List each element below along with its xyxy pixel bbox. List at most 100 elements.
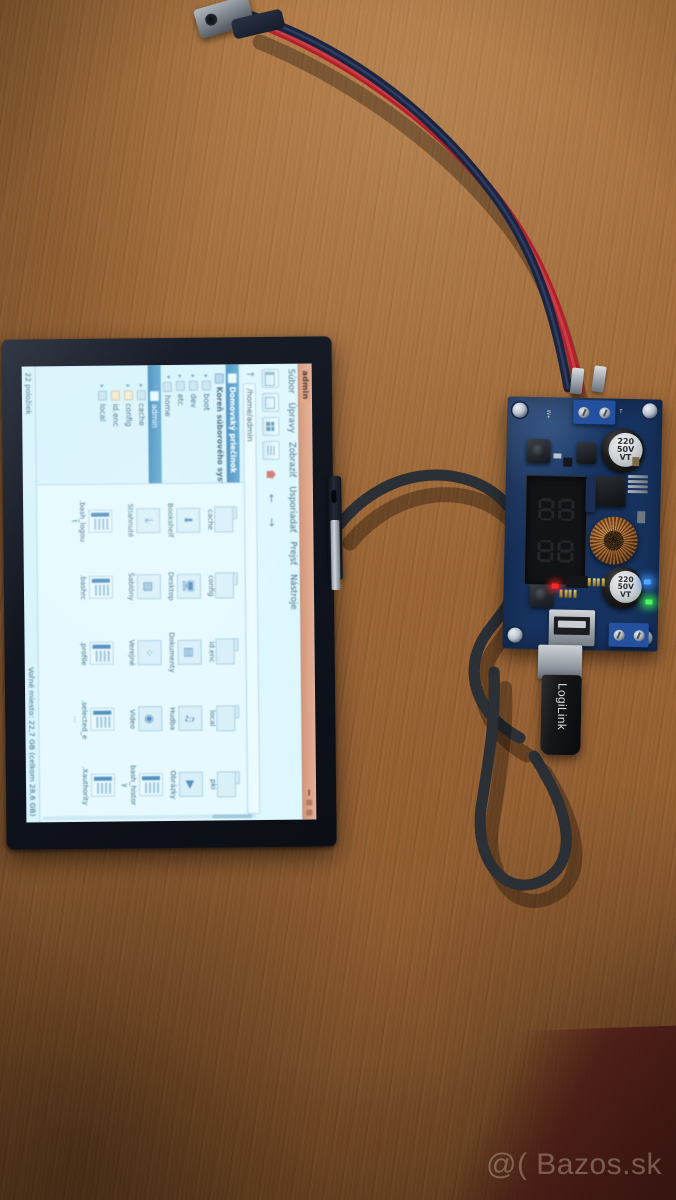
file-item[interactable]: 🖥Desktop <box>167 554 202 619</box>
terminal-screw <box>613 629 625 641</box>
folder-icon <box>214 506 238 533</box>
file-item[interactable]: ♫Hudba <box>168 686 203 751</box>
file-item-label: .profile <box>79 641 88 666</box>
text-file-icon <box>138 773 164 797</box>
tablet-device: admin Súbor Úpravy Zobraziť Usporiadať <box>1 336 337 850</box>
disclosure-triangle-icon[interactable] <box>126 384 131 388</box>
maximize-button[interactable] <box>306 799 313 806</box>
smd-resistor <box>553 453 562 459</box>
menu-item-nastroje[interactable]: Nástroje <box>287 574 299 610</box>
list-view-icon[interactable] <box>262 440 280 461</box>
file-item-label: bash_history <box>120 765 138 806</box>
file-item-label: Stiahnuté <box>126 503 135 538</box>
file-item-label: Bookshelf <box>166 502 175 538</box>
sidebar-item-boot[interactable]: boot <box>200 365 214 483</box>
disclosure-triangle-icon[interactable] <box>164 374 170 380</box>
window-controls[interactable] <box>306 789 313 816</box>
file-item[interactable]: ⤓Stiahnuté <box>118 488 161 553</box>
disclosure-triangle-icon[interactable] <box>191 374 196 378</box>
menu-item-subor[interactable]: Súbor <box>285 368 296 394</box>
sidebar-item-local[interactable]: local <box>96 366 110 484</box>
disclosure-triangle-icon[interactable] <box>151 384 157 389</box>
file-item[interactable]: bash_history <box>121 753 164 818</box>
file-item[interactable]: .selected_e… <box>72 687 115 752</box>
folder-icon <box>215 638 239 665</box>
file-item-label: config <box>206 575 216 597</box>
file-item[interactable]: .profile <box>71 621 114 686</box>
cap-value-line3: VT <box>619 589 632 599</box>
cable-brand-label: LogiLink <box>554 682 570 731</box>
silkscreen-out-label: T <box>619 408 623 415</box>
file-item[interactable]: id.enc <box>207 620 239 685</box>
menu-item-usporiadat[interactable]: Usporiadať <box>286 486 298 533</box>
sidebar-item-label: local <box>98 403 108 422</box>
file-item[interactable]: ▨Šablóny <box>119 554 162 619</box>
forward-icon[interactable]: → <box>263 513 280 532</box>
vertical-scrollbar[interactable] <box>42 814 257 821</box>
file-item-label: cache <box>206 509 215 531</box>
grid-view-icon[interactable] <box>262 416 280 437</box>
file-item[interactable]: cache <box>206 487 238 552</box>
sidebar-item-etc[interactable]: etc <box>174 365 188 483</box>
folder-icon <box>97 390 107 401</box>
menu-item-upravy[interactable]: Úpravy <box>286 402 297 434</box>
heatsink-fins <box>627 474 650 494</box>
sidebar-item-admin[interactable]: admin <box>147 365 162 484</box>
cap-value-line3: VT <box>619 452 632 463</box>
home-icon[interactable] <box>263 465 280 484</box>
file-item[interactable]: pki <box>209 752 241 817</box>
set-button-top[interactable] <box>526 438 551 464</box>
close-button[interactable] <box>306 809 313 816</box>
terminal-screw <box>578 406 590 418</box>
file-item[interactable]: ▤Dokumenty <box>167 620 202 685</box>
file-item[interactable]: ⁘Verejné <box>119 620 162 685</box>
sidebar-item-dev[interactable]: dev <box>187 365 201 483</box>
sidebar-item-id-enc[interactable]: id.enc <box>109 365 123 483</box>
folder-custom-icon: ◉ <box>138 706 163 732</box>
disclosure-triangle-icon[interactable] <box>100 384 105 388</box>
menu-item-prejst[interactable]: Prejsť <box>287 541 298 566</box>
file-item[interactable]: ▶Obrázky <box>169 752 204 817</box>
disclosure-triangle-icon[interactable] <box>139 384 144 388</box>
file-item[interactable]: .bashrc <box>71 555 114 620</box>
file-item[interactable]: ⬇Bookshelf <box>166 488 201 553</box>
file-item[interactable]: ◉Video <box>120 687 163 752</box>
sidebar-item-config[interactable]: config <box>122 365 136 483</box>
sidebar-item-cache[interactable]: cache <box>135 365 149 483</box>
compact-view-icon[interactable] <box>261 392 280 413</box>
sidebar-item-domovsk-prie-inok[interactable]: Domovský priečinok <box>225 364 240 483</box>
set-button-bottom[interactable] <box>529 582 554 608</box>
disclosure-triangle-icon[interactable] <box>204 374 209 378</box>
pin-header-row-2[interactable] <box>587 578 605 587</box>
folder-icon <box>162 381 172 393</box>
tablet-screen[interactable]: admin Súbor Úpravy Zobraziť Usporiadať <box>21 363 317 823</box>
file-item[interactable]: config <box>207 553 239 618</box>
sidebar-item-home[interactable]: home <box>161 365 175 483</box>
sidebar-item-label: Koreň súborového systému <box>214 386 226 486</box>
split-view-icon[interactable] <box>261 368 279 389</box>
home-icon <box>227 373 237 384</box>
pin-header-row[interactable] <box>559 589 577 598</box>
disclosure-triangle-icon[interactable] <box>178 374 183 378</box>
up-directory-icon[interactable]: ↑ <box>243 370 255 379</box>
usb-a-socket[interactable] <box>548 609 596 647</box>
seven-segment-display <box>523 474 589 587</box>
folder-custom-icon: ▨ <box>136 573 162 600</box>
back-icon[interactable]: ← <box>263 489 280 508</box>
menu-item-zobrazit[interactable]: Zobraziť <box>286 441 297 478</box>
screen-ui-rotated: admin Súbor Úpravy Zobraziť Usporiadať <box>21 363 317 823</box>
text-file-icon <box>88 575 114 599</box>
toolbar[interactable]: ← → <box>256 363 289 821</box>
file-item[interactable]: .bash_logout <box>70 489 113 554</box>
folder-icon <box>217 771 241 798</box>
file-item[interactable]: .Xauthority <box>73 753 116 818</box>
text-file-icon <box>90 707 115 732</box>
sidebar-item-kore-s-borov-ho-syst-mu[interactable]: Koreň súborového systému <box>213 364 227 485</box>
file-item[interactable]: local <box>208 686 240 751</box>
minimize-button[interactable] <box>308 789 311 796</box>
sidebar-item-label: Domovský priečinok <box>227 386 238 474</box>
